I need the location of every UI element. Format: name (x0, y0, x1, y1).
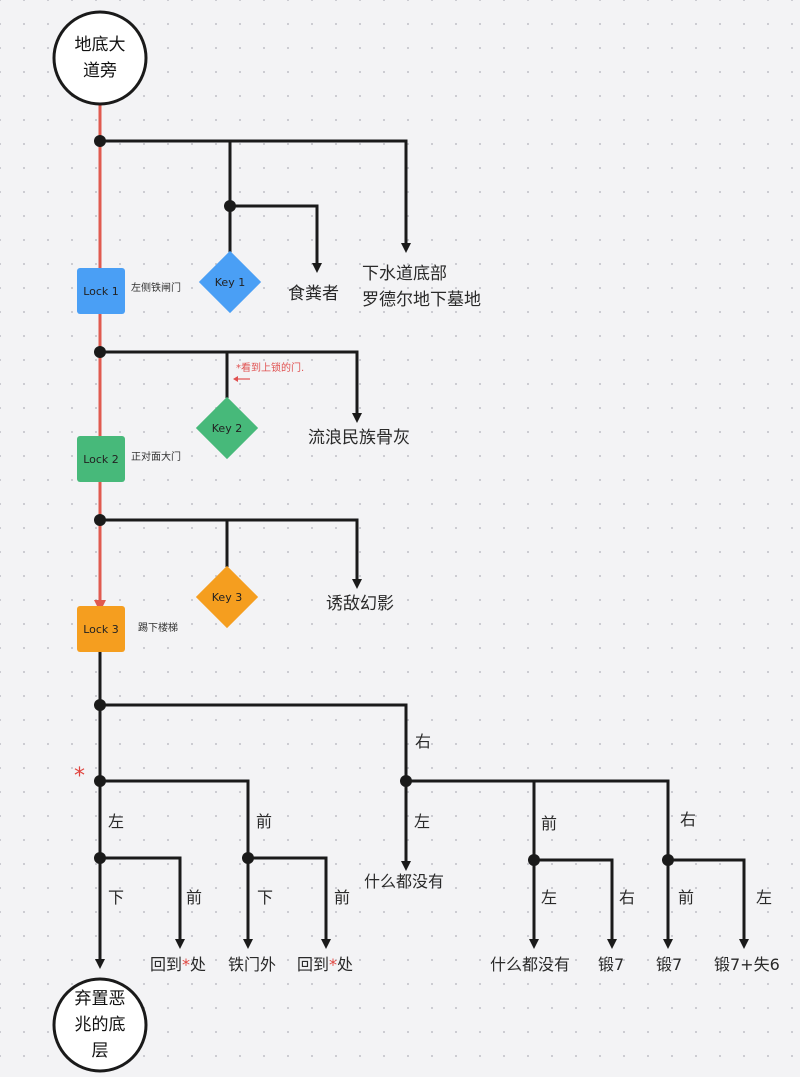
branch-1-eater (230, 204, 322, 273)
start-node-line1: 地底大 (74, 35, 126, 55)
label-right-2: 右 (680, 810, 697, 829)
start-node-line2: 道旁 (83, 61, 117, 81)
right-right-left (668, 858, 749, 949)
result-smith7-1: 锻7 (598, 955, 625, 974)
branch-3-top (100, 518, 362, 589)
left-down-branch (100, 856, 185, 949)
dest-ash: 流浪民族骨灰 (308, 428, 410, 448)
key-2-label: Key 2 (211, 422, 243, 435)
front-down-right (248, 856, 331, 949)
label-left-2: 左 (414, 812, 431, 831)
result-gate-outside: 铁门外 (228, 955, 277, 974)
key-3-label: Key 3 (211, 591, 243, 604)
result-place-text: 处 (337, 955, 354, 974)
label-down-1: 下 (108, 888, 125, 907)
junction-dot (94, 346, 106, 358)
lock-1-desc: 左侧铁闸门 (131, 283, 181, 294)
result-nothing-1: 什么都没有 (364, 872, 445, 891)
junction-dot (528, 854, 540, 866)
label-front-3: 前 (186, 888, 203, 907)
result-star: * (182, 955, 191, 974)
result-back-to-star-2: 回到*处 (297, 955, 353, 974)
key-1-label: Key 1 (214, 276, 246, 289)
lock-1-label: Lock 1 (83, 284, 119, 298)
branch-2-top (100, 350, 362, 423)
result-smith7-plus: 锻7+失6 (714, 955, 780, 974)
lock-3-desc: 踢下楼梯 (138, 623, 178, 634)
junction-dot (400, 775, 412, 787)
end-node-line2: 兆的底 (74, 1015, 126, 1035)
note-arrow-head (233, 376, 238, 382)
star-branch (100, 779, 250, 858)
lock-1[interactable]: Lock 1 (77, 268, 125, 314)
label-left-1: 左 (108, 812, 125, 831)
dest-sewer-line1: 下水道底部 (362, 264, 447, 284)
lock-2-desc: 正对面大门 (131, 452, 181, 463)
lock-2[interactable]: Lock 2 (77, 436, 125, 482)
label-front-2: 前 (541, 814, 558, 833)
end-node-line3: 层 (91, 1041, 109, 1061)
note-text: 看到上锁的门. (241, 363, 305, 374)
start-node-label: 地底大 道旁 (54, 32, 146, 84)
junction-dot (94, 135, 106, 147)
dest-sewer-line2: 罗德尔地下墓地 (362, 290, 481, 310)
label-down-2: 下 (257, 888, 274, 907)
result-back-to-text: 回到 (150, 955, 183, 974)
label-right-3: 右 (619, 888, 636, 907)
start-node-circle (52, 10, 148, 106)
end-node-label: 弃置恶 兆的底 层 (54, 986, 146, 1064)
result-smith7-2: 锻7 (656, 955, 683, 974)
label-left-4: 左 (756, 888, 773, 907)
note-star: * (236, 363, 241, 374)
result-back-to-star-1: 回到*处 (150, 955, 206, 974)
lock-2-label: Lock 2 (83, 452, 119, 466)
label-front-1: 前 (256, 812, 273, 831)
end-node-circle (52, 977, 148, 1073)
right-subtree-top (406, 779, 670, 860)
result-star: * (329, 955, 338, 974)
locked-door-note: *看到上锁的门. (236, 363, 304, 375)
junction-dot (662, 854, 674, 866)
dest-phantom: 诱敌幻影 (326, 594, 394, 614)
label-front-5: 前 (678, 888, 695, 907)
result-nothing-2: 什么都没有 (490, 955, 571, 974)
junction-dot (94, 699, 106, 711)
junction-dot (242, 852, 254, 864)
junction-dot (224, 200, 236, 212)
lower-top-branch (100, 703, 408, 781)
junction-dot (94, 514, 106, 526)
label-front-4: 前 (334, 888, 351, 907)
right-front-right (534, 858, 617, 949)
label-left-3: 左 (541, 888, 558, 907)
dest-eater: 食粪者 (288, 284, 339, 304)
lock-3[interactable]: Lock 3 (77, 606, 125, 652)
marker-star: * (74, 764, 85, 789)
result-back-to-text: 回到 (297, 955, 330, 974)
lock-3-label: Lock 3 (83, 622, 119, 636)
branch-1-top (100, 139, 411, 253)
result-place-text: 处 (190, 955, 207, 974)
junction-dot (94, 775, 106, 787)
junction-dot (94, 852, 106, 864)
end-node-line1: 弃置恶 (74, 989, 126, 1009)
label-right-top: 右 (415, 732, 432, 751)
